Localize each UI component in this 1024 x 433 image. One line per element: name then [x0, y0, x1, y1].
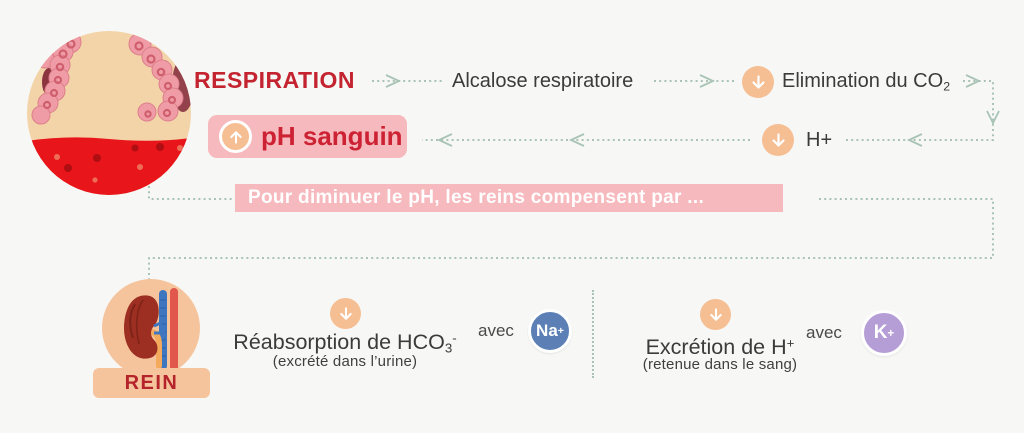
section-divider	[592, 290, 594, 378]
down-arrow-icon	[771, 132, 785, 147]
connector-banner-kidney	[148, 198, 994, 282]
alcalose-label: Alcalose respiratoire	[452, 70, 634, 92]
hplus-label: H+	[806, 129, 833, 151]
chevron-right-icon	[699, 74, 716, 88]
compensation-banner: Pour diminuer le pH, les reins compensen…	[235, 184, 783, 212]
excretion-title: Excrétion de H+	[610, 335, 830, 360]
sodium-superscript: +	[557, 325, 564, 337]
down-arrow-icon	[339, 306, 352, 320]
decrease-co2-badge	[742, 66, 774, 98]
hco3-superscript: -	[452, 330, 457, 346]
sodium-ion-badge: Na+	[528, 309, 572, 353]
compensation-banner-text: Pour diminuer le pH, les reins compensen…	[248, 187, 705, 208]
elimination-co2-label: Elimination du CO2	[782, 70, 950, 93]
hco3-subscript: 3	[444, 340, 453, 356]
avec-label-right: avec	[806, 323, 842, 342]
potassium-label: K	[873, 322, 888, 343]
co2-subscript: 2	[943, 79, 951, 94]
reabsorption-text: Réabsorption de HCO	[233, 330, 445, 354]
down-arrow-icon	[709, 307, 722, 321]
potassium-superscript: +	[887, 326, 895, 340]
chevron-left-icon	[906, 133, 923, 147]
down-arrow-icon	[751, 74, 765, 89]
sodium-label: Na	[536, 321, 558, 340]
decrease-hplus-badge	[762, 124, 794, 156]
lung-illustration	[27, 31, 191, 195]
chevron-left-icon	[568, 133, 585, 147]
ph-sanguin-box: pH sanguin	[208, 115, 407, 158]
reabsorption-note: (excrété dans l’urine)	[272, 353, 418, 370]
reabsorption-title: Réabsorption de HCO3-	[215, 330, 475, 356]
kidney-illustration	[124, 288, 178, 372]
excretion-text: Excrétion de H	[645, 335, 787, 359]
rein-label-box: REIN	[93, 368, 210, 398]
hplus-superscript: +	[786, 335, 795, 351]
excretion-note: (retenue dans le sang)	[642, 356, 798, 373]
avec-label-left: avec	[478, 321, 514, 340]
chevron-right-icon	[385, 74, 402, 88]
chevron-right-icon	[965, 74, 982, 88]
potassium-ion-badge: K+	[861, 310, 907, 356]
chevron-down-icon	[986, 110, 1000, 126]
rein-label: REIN	[124, 371, 179, 394]
decrease-excretion-badge	[700, 299, 731, 330]
chevron-left-icon	[436, 133, 453, 147]
increase-ph-badge	[219, 120, 252, 153]
decrease-reabsorption-badge	[330, 298, 361, 329]
elimination-text: Elimination du CO	[782, 70, 944, 92]
arrow-elimination-corner	[846, 80, 994, 141]
connector-lung-banner	[148, 186, 232, 200]
ph-sanguin-label: pH sanguin	[261, 121, 403, 151]
up-arrow-icon	[229, 130, 242, 144]
respiration-title: RESPIRATION	[194, 67, 355, 93]
